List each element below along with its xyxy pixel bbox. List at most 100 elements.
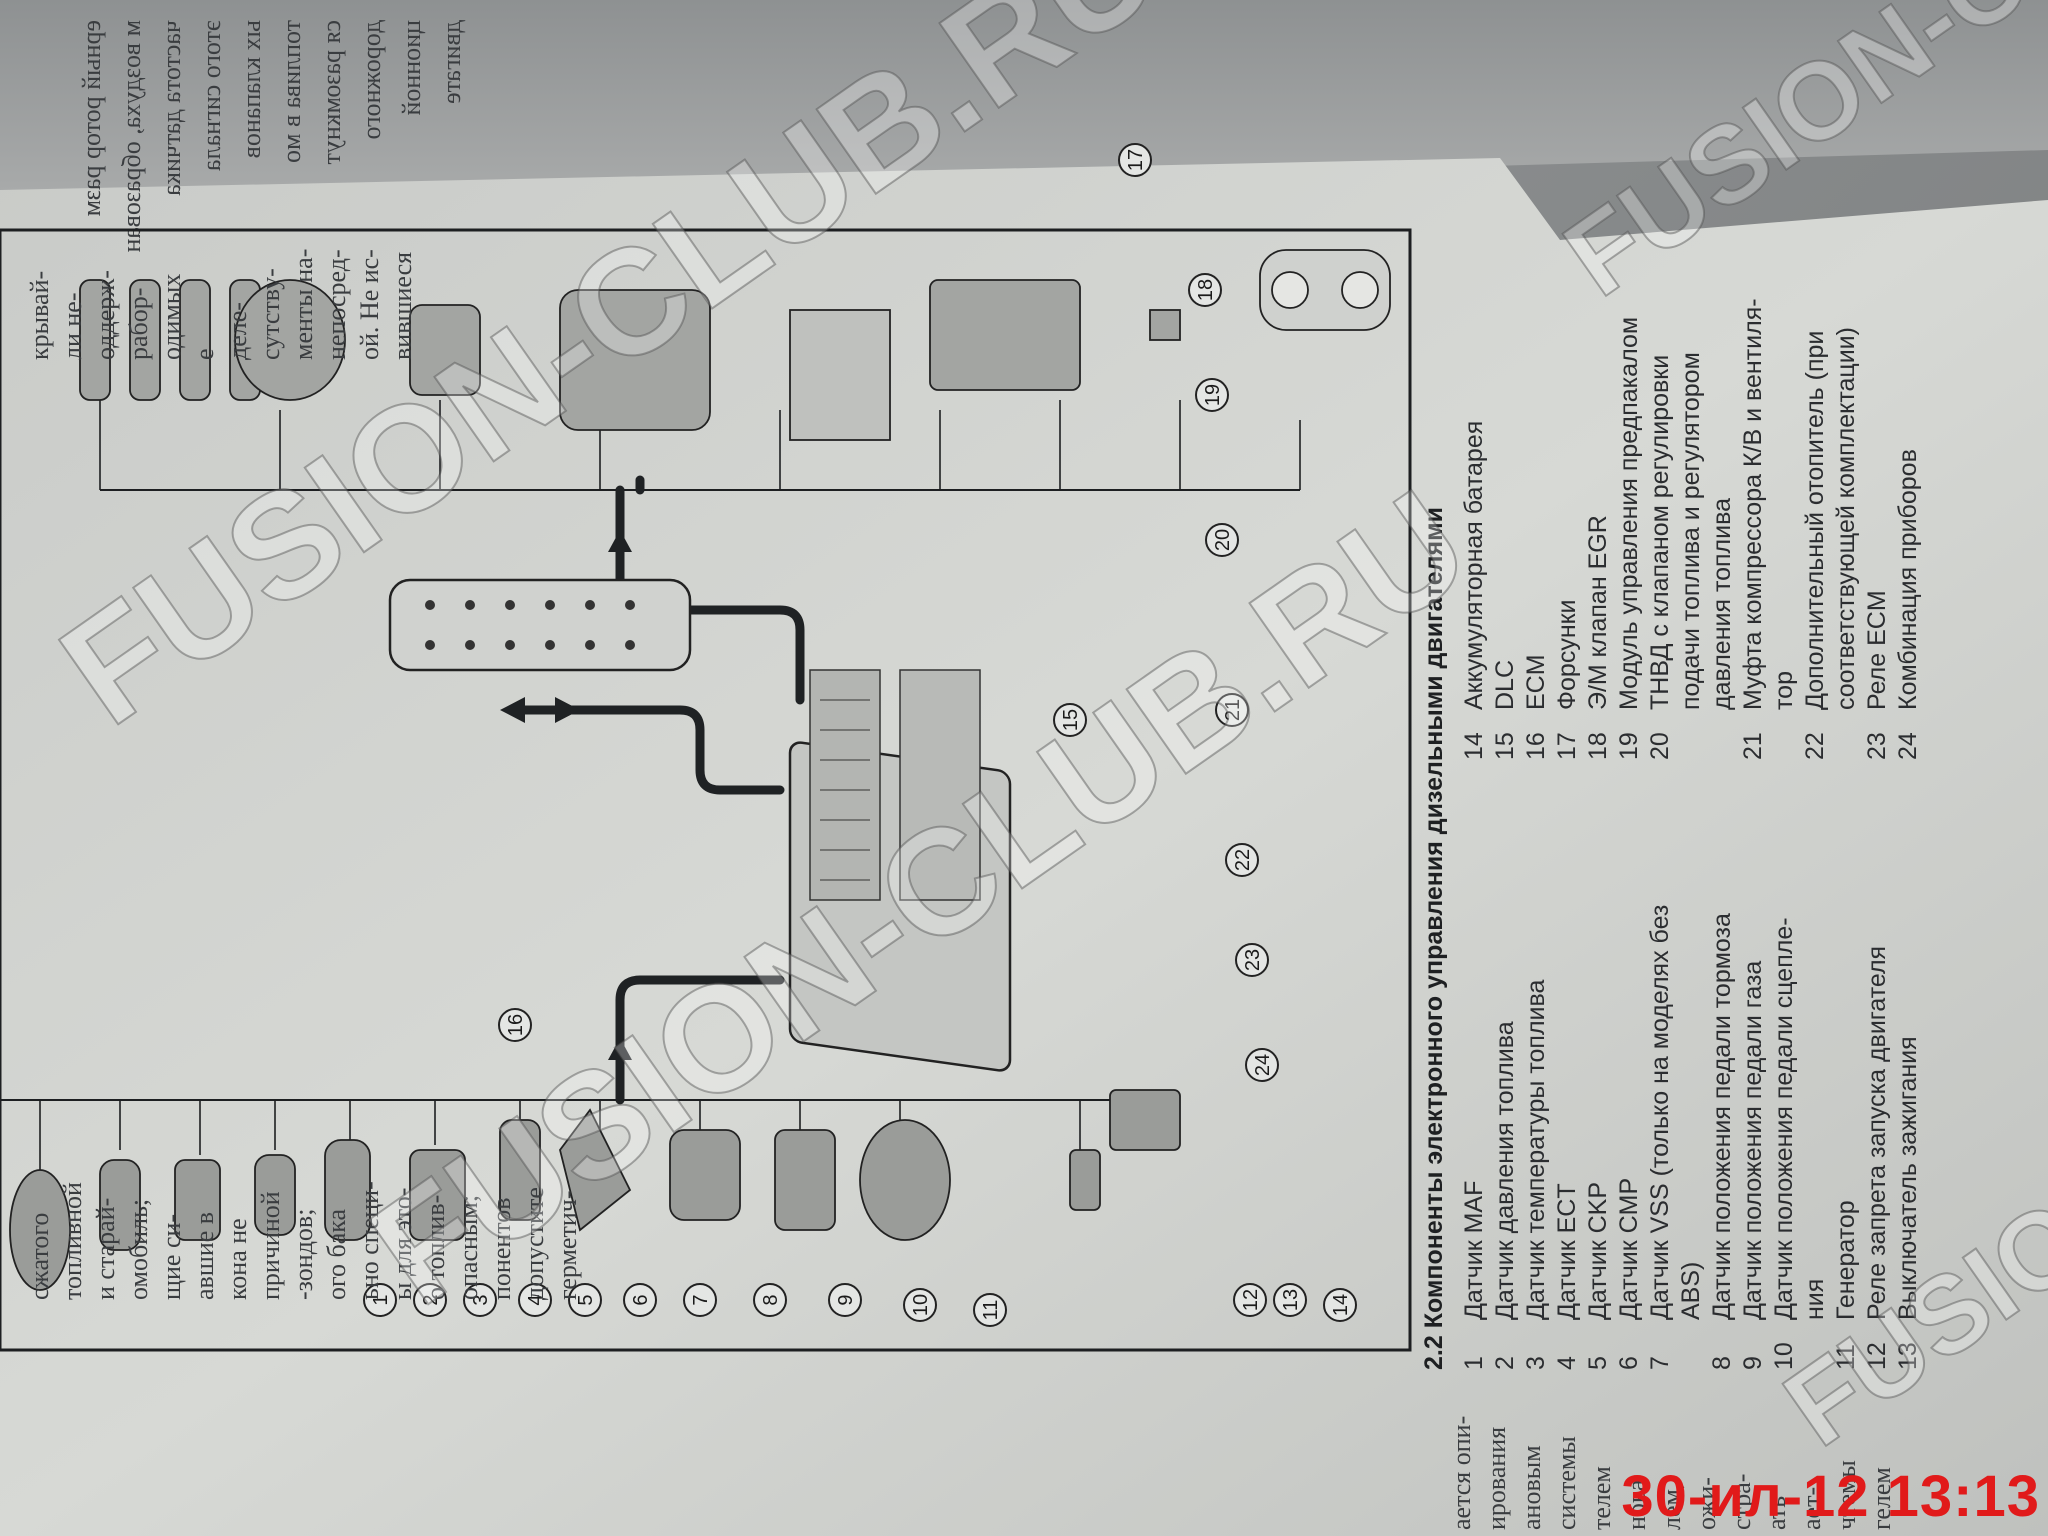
legend-number: 17 [1553, 732, 1581, 760]
callout-number: 18 [1195, 279, 1217, 301]
book-text-line: и старай- [91, 1198, 120, 1300]
book-text-line: ся разомкнут [317, 20, 346, 165]
legend-item-text: Датчик ECT [1553, 1183, 1581, 1320]
callout-number: 19 [1202, 384, 1224, 406]
book-text-line: сжатого [25, 1213, 54, 1300]
book-text-line: деле- [223, 302, 252, 360]
legend-item-text: давления топлива [1708, 498, 1736, 710]
callout-number: 7 [690, 1294, 712, 1305]
book-text-line: ожи- [1692, 1477, 1721, 1530]
book-text-line: щие си- [157, 1214, 186, 1300]
callout-circle [1245, 1048, 1279, 1082]
legend-number: 8 [1708, 1356, 1736, 1370]
callout-number: 15 [1060, 709, 1082, 731]
book-text-line: гелем [1867, 1467, 1896, 1530]
callout-circle [1235, 943, 1269, 977]
book-text-line: кона не [223, 1218, 252, 1300]
legend-number: 13 [1894, 1342, 1922, 1370]
callout-circle [1225, 843, 1259, 877]
legend-item-text: Датчик давления топлива [1491, 1021, 1519, 1320]
legend-item-text: ECM [1522, 654, 1550, 710]
book-text-line: одимых [157, 274, 186, 360]
callout-circle [518, 1283, 552, 1317]
book-text-line: лем, [1657, 1483, 1686, 1530]
legend-number: 5 [1584, 1356, 1612, 1370]
facing-page [0, 0, 2048, 200]
legend-number: 23 [1863, 732, 1891, 760]
book-text-line: рабор- [124, 288, 153, 360]
callout-circle [973, 1293, 1007, 1327]
callout-circle [1188, 273, 1222, 307]
callout-circle [623, 1283, 657, 1317]
legend-item-text: Датчик MAF [1460, 1181, 1488, 1320]
book-text-line: дорожного [357, 20, 386, 139]
legend-item-text: Реле ECM [1863, 590, 1891, 710]
legend-item-text: ния [1801, 1279, 1829, 1320]
book-text-line: причиной [256, 1191, 285, 1300]
callout-circle [1323, 1288, 1357, 1322]
legend-item-text: Комбинация приборов [1894, 449, 1922, 710]
callout-circle [683, 1283, 717, 1317]
legend-number: 10 [1770, 1342, 1798, 1370]
legend-item-text: Датчик VSS (только на моделях без [1646, 905, 1674, 1320]
book-text-line: ирования [1482, 1427, 1511, 1530]
book-text-line: стра- [1727, 1474, 1756, 1530]
callout-number: 23 [1242, 949, 1264, 971]
legend-number: 6 [1615, 1356, 1643, 1370]
callout-circle [413, 1283, 447, 1317]
book-text-line: системы [1552, 1436, 1581, 1530]
book-text-line: ционной [397, 20, 426, 116]
legend-item-text: тор [1770, 671, 1798, 710]
callout-number: 1 [370, 1294, 392, 1305]
book-text-line: м воздуха, образован [117, 20, 146, 253]
dlc-connector [388, 578, 692, 672]
book-text-line: понентов [487, 1197, 516, 1300]
book-text-line: сутству- [256, 268, 285, 360]
book-text-line: частота датчика [157, 20, 186, 196]
book-text-line: ой. Не ис- [355, 249, 384, 360]
callout-number: 5 [575, 1294, 597, 1305]
legend-number: 15 [1491, 732, 1519, 760]
callout-number: 8 [760, 1294, 782, 1305]
legend-item-text: Датчик положения педали газа [1739, 961, 1767, 1320]
legend-left-column: 1 Датчик MAF 2 Датчик давления топлива 3 Датч… [1460, 905, 1922, 1370]
book-text-line: ановым [1517, 1445, 1546, 1530]
callout-circle [1215, 693, 1249, 727]
callout-number: 22 [1232, 849, 1254, 871]
legend-number: 2 [1491, 1356, 1519, 1370]
callout-circle [1233, 1283, 1267, 1317]
legend-number: 3 [1522, 1356, 1550, 1370]
callout-circle [1205, 523, 1239, 557]
book-text-line: ого бака [322, 1208, 351, 1300]
callout-number: 6 [630, 1294, 652, 1305]
book-text-line: опасным; [454, 1195, 483, 1300]
legend-item-text: Датчик положения педали сцепле- [1770, 917, 1798, 1320]
callout-number: 11 [980, 1300, 1002, 1321]
book-text-line: герметич- [553, 1191, 582, 1300]
book-text-line: о топлив- [421, 1195, 450, 1300]
legend-item-text: подачи топлива и регулятором [1677, 352, 1705, 710]
callout-circle [568, 1283, 602, 1317]
callout-circle [1053, 703, 1087, 737]
legend-number: 16 [1522, 732, 1550, 760]
legend-number: 7 [1646, 1356, 1674, 1370]
book-text-line: менты на- [289, 249, 318, 360]
book-text-line: телем [1587, 1466, 1616, 1530]
book-text-line: допустите [520, 1187, 549, 1300]
legend-item-text: соответствующей комплектации) [1832, 327, 1860, 710]
legend-heading: 2.2 Компоненты электронного управления д… [1420, 507, 1448, 1370]
callout-number: 14 [1330, 1294, 1352, 1316]
callout-number: 13 [1280, 1289, 1302, 1311]
book-text-line: омобиль; [124, 1199, 153, 1300]
legend-number: 1 [1460, 1356, 1488, 1370]
legend-item-text: Аккумуляторная батарея [1460, 421, 1488, 710]
legend-number: 19 [1615, 732, 1643, 760]
book-text-line: топливной [58, 1182, 87, 1300]
legend-number: 14 [1460, 732, 1488, 760]
legend-number: 22 [1801, 732, 1829, 760]
